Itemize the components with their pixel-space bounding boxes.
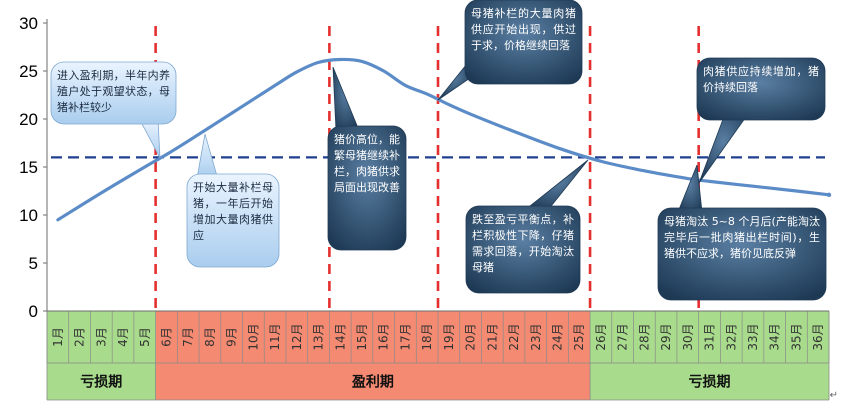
month-tick-label: 10月 — [246, 323, 260, 350]
y-tick-label: 20 — [19, 110, 38, 129]
annotation-text: 肉猪供应持续增加，猪价持续回落 — [703, 65, 819, 94]
month-tick-label: 28月 — [637, 323, 651, 350]
month-tick-label: 31月 — [703, 323, 717, 350]
month-tick-label: 18月 — [420, 323, 434, 350]
month-tick-label: 14月 — [333, 323, 347, 350]
price-curve-end-point — [826, 192, 832, 198]
y-tick-label: 25 — [19, 62, 38, 81]
annotation-pointer — [677, 164, 703, 213]
month-tick-label: 27月 — [616, 323, 630, 350]
annotation-bubbles — [50, 0, 827, 301]
month-tick-label: 23月 — [529, 323, 543, 350]
annotation-pointer — [698, 113, 749, 184]
annotation-pointer — [139, 119, 161, 159]
phase-band — [47, 311, 156, 400]
month-tick-label: 19月 — [442, 323, 456, 350]
month-tick-label: 7月 — [181, 327, 195, 347]
annotation-pointer — [196, 133, 218, 179]
annotation-text: 猪价高位，能繁母猪继续补栏，肉猪供求局面出现改善 — [334, 133, 400, 194]
month-tick-label: 24月 — [550, 323, 564, 350]
annotation-pointer — [523, 159, 589, 211]
annotation-bubble — [696, 57, 826, 121]
month-tick-label: 12月 — [290, 323, 304, 350]
month-tick-label: 32月 — [724, 323, 738, 350]
month-tick-label: 21月 — [485, 323, 499, 350]
month-tick-label: 2月 — [73, 327, 87, 347]
series-group — [56, 57, 832, 222]
month-tick-label: 35月 — [789, 323, 803, 350]
month-tick-label: 13月 — [312, 323, 326, 350]
axes: 0 5 10 15 20 25 30 — [19, 14, 829, 321]
month-tick-label: 30月 — [681, 323, 695, 350]
phase-label: 亏损期 — [689, 374, 731, 391]
annotation-bubble — [465, 205, 581, 294]
month-tick-label: 4月 — [116, 327, 130, 347]
month-tick-label: 36月 — [811, 323, 825, 350]
month-tick-label: 20月 — [464, 323, 478, 350]
price-curve — [56, 57, 831, 222]
phase-label: 亏损期 — [80, 374, 122, 391]
month-tick-label: 15月 — [355, 323, 369, 350]
month-tick-label: 22月 — [507, 323, 521, 350]
month-tick-label: 29月 — [659, 323, 673, 350]
month-tick-label: 33月 — [746, 323, 760, 350]
phase-band — [590, 311, 829, 400]
y-tick-label: 30 — [19, 14, 38, 33]
annotation-text: 母猪补栏的大量肉猪供应开始出现，供过于求，价格继续回落 — [471, 7, 576, 52]
annotation-bubble — [657, 207, 827, 301]
paragraph-mark: ↵ — [829, 390, 838, 401]
phase-boundaries — [154, 26, 700, 311]
month-tick-label: 5月 — [138, 327, 152, 347]
annotation-text: 开始大量补栏母猪，一年后开始增加大量肉猪供应 — [193, 181, 273, 242]
phase-label: 盈利期 — [351, 374, 394, 391]
month-tick-label: 11月 — [268, 323, 282, 350]
month-tick-label: 8月 — [203, 327, 217, 347]
y-tick-label: 0 — [29, 302, 38, 321]
month-tick-label: 9月 — [225, 327, 239, 347]
month-tick-label: 1月 — [51, 327, 65, 347]
y-tick-label: 15 — [19, 158, 38, 177]
annotation-text: 母猪淘汰 5~8 个月后(产能淘汰完毕后一批肉猪出栏时间)，生猪供不应求，猪价见… — [664, 215, 820, 260]
annotation-text: 进入盈利期，半年内养殖户处于观望状态，母猪补栏较少 — [57, 69, 170, 114]
phase-background: 1月 2月 3月 4月 5月 6月 7月 8月 9月 10月 11月 12月 13月 14月 15月 16月 1… — [46, 311, 830, 401]
month-tick-label: 26月 — [594, 323, 608, 350]
month-tick-label: 34月 — [768, 323, 782, 350]
annotation-bubble — [186, 173, 280, 268]
annotation-bubble — [464, 0, 583, 85]
annotation-bubble — [50, 61, 177, 125]
annotation-pointer — [332, 66, 359, 131]
month-tick-label: 3月 — [94, 327, 108, 347]
annotation-bubble — [327, 125, 407, 251]
annotation-text: 跌至盈亏平衡点，补栏积极性下降，仔猪需求回落，开始淘汰母猪 — [472, 213, 574, 274]
y-tick-label: 10 — [19, 206, 38, 225]
month-tick-label: 6月 — [159, 327, 173, 347]
month-tick-label: 25月 — [572, 323, 586, 350]
month-tick-label: 16月 — [377, 323, 391, 350]
month-tick-label: 17月 — [398, 323, 412, 350]
y-tick-label: 5 — [29, 254, 38, 273]
